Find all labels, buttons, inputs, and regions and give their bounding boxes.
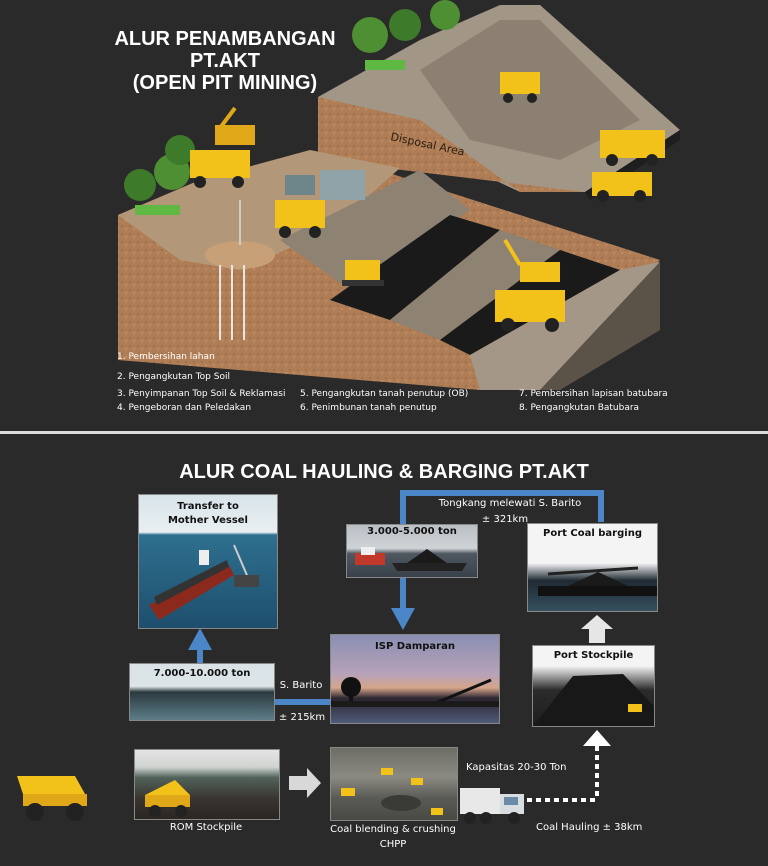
transfer-label: Transfer to Mother Vessel xyxy=(139,500,277,528)
isp-photo: ISP Damparan xyxy=(330,634,500,724)
flow-line-tongkang-top xyxy=(400,490,604,496)
river-distance: ± 215km xyxy=(278,712,326,723)
mining-title-line3: (OPEN PIT MINING) xyxy=(132,72,318,94)
flow-line-river xyxy=(272,699,330,705)
tongkang-distance: ± 321km xyxy=(481,514,529,525)
step-6: 6. Penimbunan tanah penutup xyxy=(300,403,437,413)
step-2: 2. Pengangkutan Top Soil xyxy=(117,372,230,382)
flow-line-tongkang-right xyxy=(598,490,604,522)
rom-truck-icon xyxy=(145,780,190,817)
chpp-label: Coal blending & crushing CHPP xyxy=(318,822,468,852)
tree-icon xyxy=(124,0,460,215)
pit-block xyxy=(118,150,660,390)
chpp-line1: Coal blending & crushing xyxy=(330,824,456,835)
port-stockpile-photo: Port Stockpile xyxy=(532,645,655,727)
river-label: S. Barito xyxy=(279,680,323,691)
transfer-line2: Mother Vessel xyxy=(167,515,248,526)
coal-pile-icon xyxy=(533,674,654,726)
tongkang-label: Tongkang melewati S. Barito xyxy=(438,498,582,509)
rom-stockpile-photo xyxy=(134,749,280,820)
port-barging-label: Port Coal barging xyxy=(543,528,642,539)
transfer-line1: Transfer to xyxy=(177,501,239,512)
isp-silhouette-icon xyxy=(331,677,499,707)
arrow-up-icon xyxy=(188,628,212,650)
mining-title-line1: ALUR PENAMBANGAN xyxy=(114,28,336,50)
conveyor-icon xyxy=(538,566,657,596)
step-1: 1. Pembersihan lahan xyxy=(117,352,215,362)
open-pit-illustration: Disposal Area xyxy=(118,0,680,390)
hauling-label: Coal Hauling ± 38km xyxy=(536,822,643,833)
hauling-path xyxy=(527,730,611,802)
barge-photo: 3.000-5.000 ton xyxy=(346,524,478,578)
arrow-up-white-icon xyxy=(581,615,613,643)
flow-line-vessel xyxy=(197,648,203,666)
step-3: 3. Penyimpanan Top Soil & Reklamasi xyxy=(117,389,286,399)
isp-label: ISP Damparan xyxy=(375,641,455,652)
vessel-capacity: 7.000-10.000 ton xyxy=(153,668,251,679)
ship-icon xyxy=(149,544,259,620)
hauling-title: ALUR COAL HAULING & BARGING PT.AKT xyxy=(179,461,589,483)
step-4: 4. Pengeboran dan Peledakan xyxy=(117,403,252,413)
arrow-down-icon xyxy=(391,580,415,630)
blasting-area xyxy=(205,200,275,340)
step-8: 8. Pengangkutan Batubara xyxy=(519,403,640,413)
mining-title: ALUR PENAMBANGAN PT.AKT (OPEN PIT MINING… xyxy=(100,28,350,94)
capacity-label: Kapasitas 20-30 Ton xyxy=(466,762,567,773)
port-stockpile-label: Port Stockpile xyxy=(553,650,634,661)
rom-label: ROM Stockpile xyxy=(169,822,243,833)
excavator-icon xyxy=(215,106,560,286)
arrow-right-icon xyxy=(289,768,321,798)
crusher-plant-icon xyxy=(285,170,365,200)
section-divider xyxy=(0,431,768,434)
vessel-barge-photo: 7.000-10.000 ton xyxy=(129,663,275,721)
chpp-photo xyxy=(330,747,458,821)
chpp-equipment-icon xyxy=(341,768,443,815)
barge-capacity: 3.000-5.000 ton xyxy=(367,526,457,537)
mining-title-line2: PT.AKT xyxy=(190,50,260,72)
tugboat-icon xyxy=(355,547,467,571)
mother-vessel-photo: Transfer to Mother Vessel xyxy=(138,494,278,629)
dump-truck-icon xyxy=(190,72,665,332)
disposal-area-block xyxy=(318,5,680,200)
step-7: 7. Pembersihan lapisan batubara xyxy=(519,389,668,399)
mining-truck-icon xyxy=(17,776,87,821)
step-5: 5. Pengangkutan tanah penutup (OB) xyxy=(300,389,469,399)
port-barging-photo: Port Coal barging xyxy=(527,523,658,612)
chpp-line2: CHPP xyxy=(379,839,407,850)
haul-truck-icon xyxy=(460,788,524,824)
